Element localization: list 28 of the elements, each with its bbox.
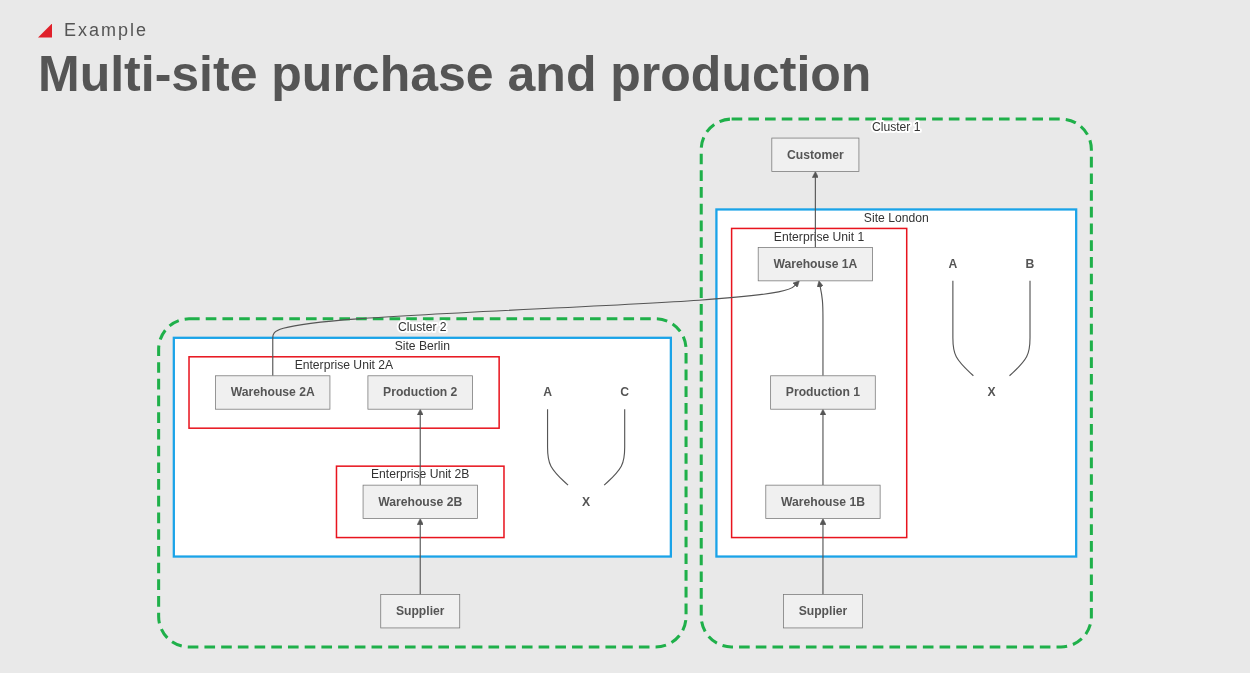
arrow bbox=[272, 280, 800, 377]
arrow bbox=[416, 408, 424, 486]
node-text: A bbox=[543, 385, 552, 399]
node-box: Supplier bbox=[380, 594, 461, 629]
arrow bbox=[416, 518, 424, 596]
title: Multi-site purchase and production bbox=[38, 45, 873, 103]
arrow bbox=[819, 408, 827, 486]
connector bbox=[952, 280, 974, 377]
arrow bbox=[816, 280, 824, 377]
node-text: A bbox=[948, 257, 958, 271]
node-box: Supplier bbox=[783, 594, 863, 629]
node-box: Warehouse 2B bbox=[362, 484, 478, 519]
node-box: Production 1 bbox=[770, 375, 876, 410]
node-box: Production 2 bbox=[367, 375, 473, 410]
connector bbox=[547, 408, 569, 486]
node-box: Customer bbox=[771, 137, 860, 172]
arrow bbox=[819, 518, 827, 596]
arrow bbox=[812, 171, 819, 248]
connector bbox=[1008, 280, 1031, 377]
node-text: X bbox=[987, 385, 996, 399]
node-text: B bbox=[1025, 257, 1035, 271]
node-box: Warehouse 1B bbox=[765, 484, 881, 519]
node-text: C bbox=[620, 385, 630, 399]
node-box: Warehouse 2A bbox=[215, 375, 331, 410]
connector bbox=[603, 408, 626, 486]
node-box: Warehouse 1A bbox=[757, 247, 873, 282]
node-text: X bbox=[582, 495, 591, 508]
section-label: Example bbox=[64, 20, 149, 41]
